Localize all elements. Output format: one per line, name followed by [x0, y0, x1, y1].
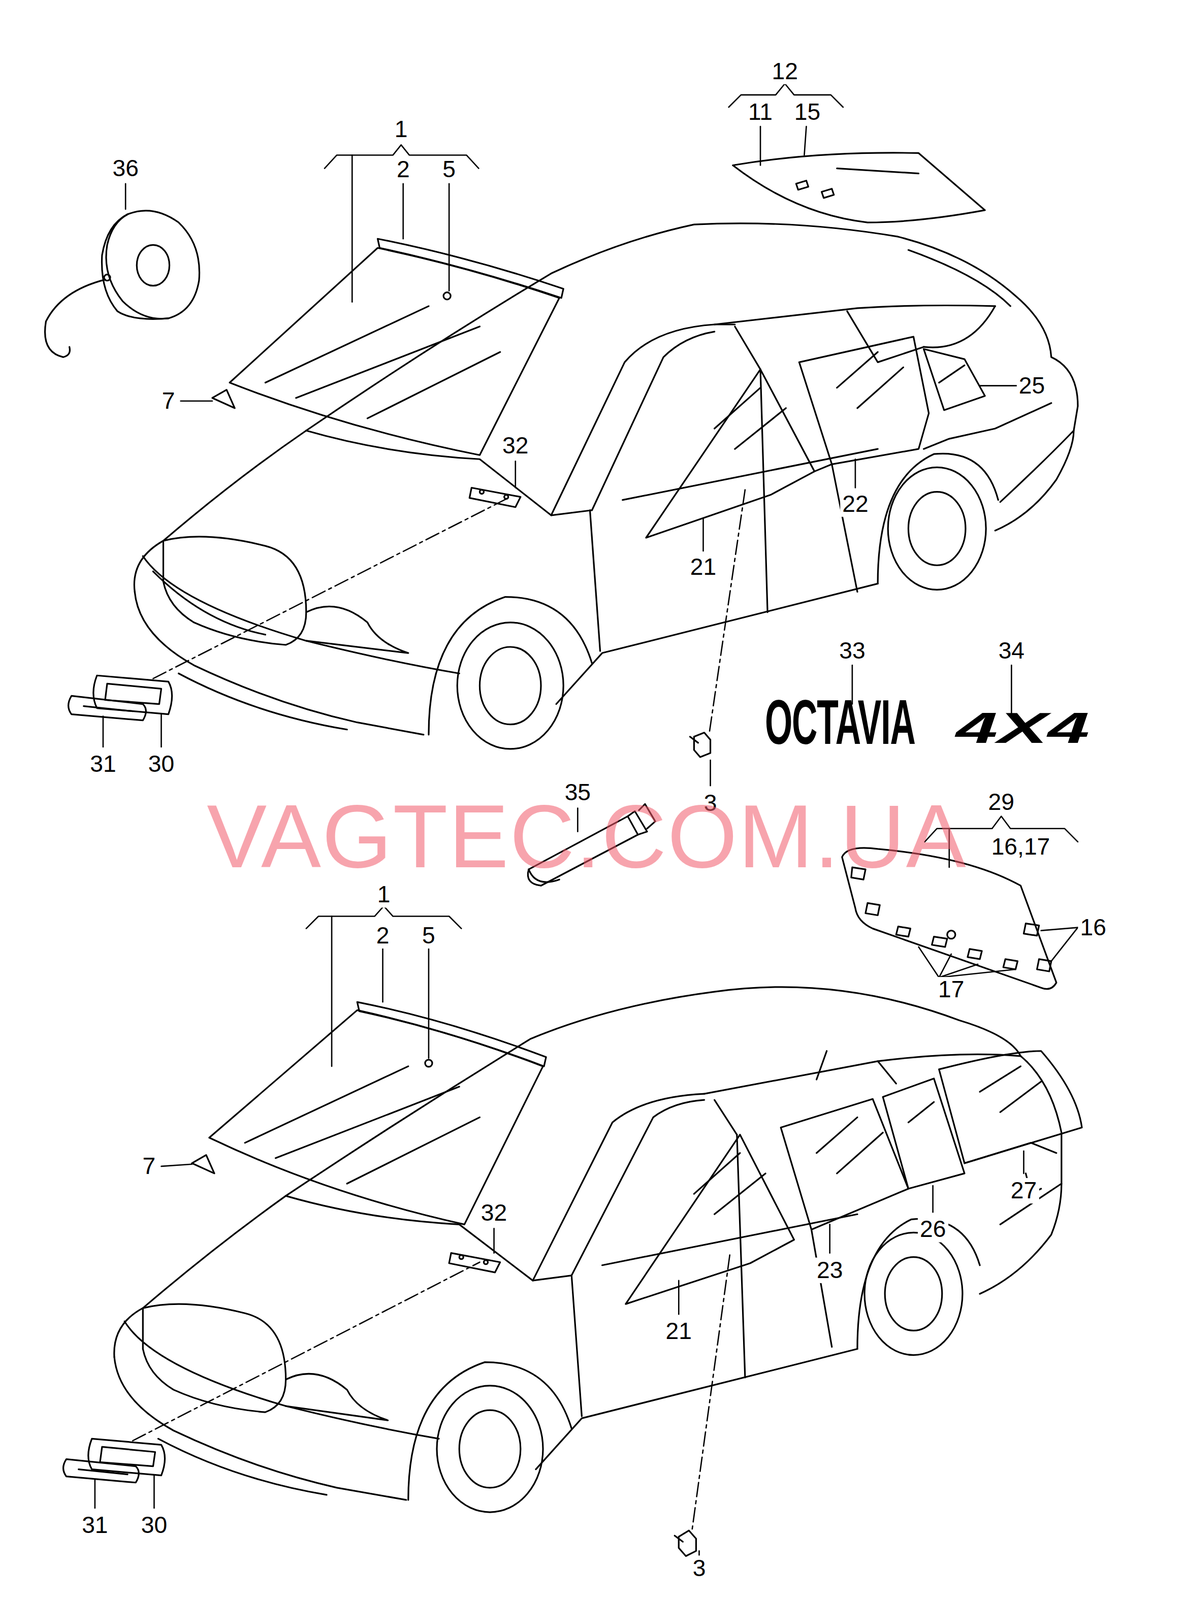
callout-number: 5	[440, 156, 458, 182]
callout-number: 5	[420, 923, 438, 949]
sedan-glass	[229, 152, 985, 538]
callout-number: 12	[770, 58, 800, 85]
callout-number: 21	[663, 1319, 694, 1345]
callout-number: 26	[917, 1216, 948, 1243]
drive-emblem: 4X4	[955, 707, 1090, 751]
callout-number: 33	[837, 638, 868, 664]
callout-number: 3	[690, 1555, 709, 1582]
callout-number: 2	[374, 923, 392, 949]
loose-parts	[45, 210, 711, 1557]
sedan-body	[134, 223, 1078, 750]
callout-number: 34	[996, 638, 1027, 664]
callout-number: 30	[139, 1513, 170, 1539]
callout-number: 7	[159, 388, 178, 414]
callout-number: 1	[375, 882, 393, 908]
callout-number: 27	[1008, 1178, 1039, 1204]
callout-number: 31	[87, 751, 118, 778]
wagon-body	[114, 987, 1062, 1513]
callout-number: 25	[1016, 372, 1047, 399]
wagon-glass	[209, 848, 1082, 1305]
callout-number: 23	[814, 1258, 845, 1284]
callout-number: 36	[110, 155, 141, 181]
leader-lines	[94, 83, 1078, 1560]
callout-number: 11	[746, 99, 775, 125]
callout-number: 30	[146, 751, 177, 778]
callout-number: 15	[792, 99, 823, 125]
callout-number: 1	[392, 116, 410, 143]
model-emblem: OCTAVIA	[764, 690, 916, 755]
callout-number: 21	[688, 554, 719, 581]
callout-number: 16,17	[989, 834, 1053, 860]
callout-number: 29	[986, 789, 1017, 815]
callout-number: 31	[79, 1513, 110, 1539]
watermark: VAGTEC.COM.UA	[206, 791, 968, 882]
callout-number: 2	[394, 156, 412, 182]
callout-number: 32	[478, 1200, 509, 1227]
callout-number: 22	[840, 491, 871, 518]
callout-number: 17	[936, 977, 967, 1003]
callout-number: 32	[500, 433, 531, 459]
callout-number: 7	[140, 1154, 158, 1180]
callout-number: 16	[1077, 914, 1108, 941]
